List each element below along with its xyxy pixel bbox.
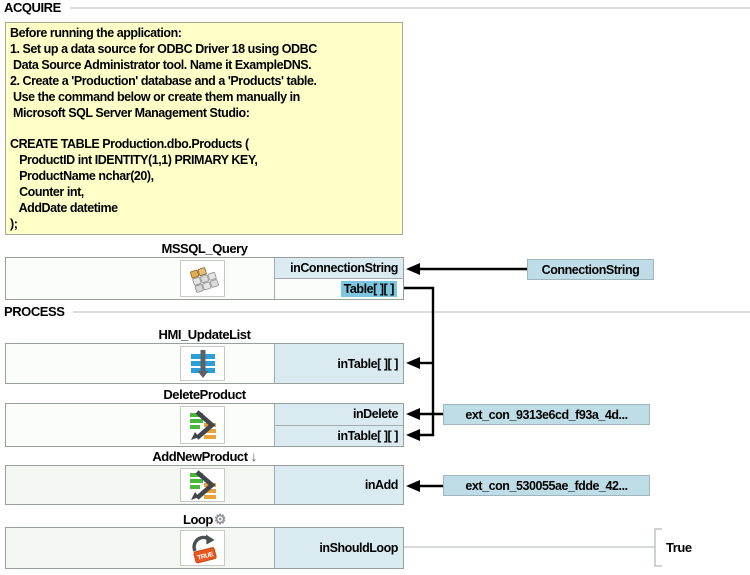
port-in-should-loop[interactable]: inShouldLoop [275,528,403,568]
node-mssql-query[interactable]: inConnectionString Table[ ][ ] [5,257,404,300]
node-deleteproduct[interactable]: inDelete inTable[ ][ ] [5,403,404,447]
node-hmi-updatelist[interactable]: inTable[ ][ ] [5,343,404,384]
node-addnewproduct[interactable]: inAdd [5,465,404,505]
port-in-add[interactable]: inAdd [275,466,403,504]
port-column: inShouldLoop [274,528,403,568]
transfer-icon [180,468,225,502]
port-column: inConnectionString Table[ ][ ] [274,258,403,299]
gear-icon: ⚙ [213,511,227,527]
port-column: inAdd [274,466,403,504]
loop-value-label: True [666,540,692,555]
tag-connection-string[interactable]: ConnectionString [527,259,654,280]
block-title-mssql-query: MSSQL_Query [161,241,248,256]
node-loop[interactable]: TRUE inShouldLoop [5,527,404,569]
acquire-separator-line [6,7,750,9]
loop-value-wire [404,528,662,567]
block-title-hmi-updatelist: HMI_UpdateList [158,327,251,342]
port-in-connection-string[interactable]: inConnectionString [275,258,403,278]
wire-arrowheads [406,263,420,492]
svg-text:TRUE: TRUE [196,551,214,562]
keypad-icon [180,260,225,297]
process-separator-line [6,311,750,313]
port-column: inTable[ ][ ] [274,344,403,383]
port-in-table[interactable]: inTable[ ][ ] [275,344,403,383]
section-label-process: PROCESS [4,305,74,319]
comment-note[interactable]: Before running the application: 1. Set u… [5,22,403,235]
block-title-deleteproduct: DeleteProduct [163,387,246,402]
tag-ext-con-add[interactable]: ext_con_530055ae_fdde_42... [443,475,650,496]
down-arrow-icon: ↓ [250,449,258,464]
block-title-addnewproduct: AddNewProduct↓ [152,449,258,464]
port-column: inDelete inTable[ ][ ] [274,404,403,446]
port-in-delete[interactable]: inDelete [275,404,403,425]
port-table-output[interactable]: Table[ ][ ] [275,278,403,299]
tag-ext-con-delete[interactable]: ext_con_9313e6cd_f93a_4d... [443,404,650,425]
loop-true-icon: TRUE [180,530,225,566]
block-title-loop: Loop⚙ [182,511,227,527]
transfer-icon [180,406,225,444]
section-label-acquire: ACQUIRE [4,1,70,15]
update-list-icon [180,346,225,381]
port-in-table[interactable]: inTable[ ][ ] [275,424,403,446]
wire-lines [404,267,527,488]
